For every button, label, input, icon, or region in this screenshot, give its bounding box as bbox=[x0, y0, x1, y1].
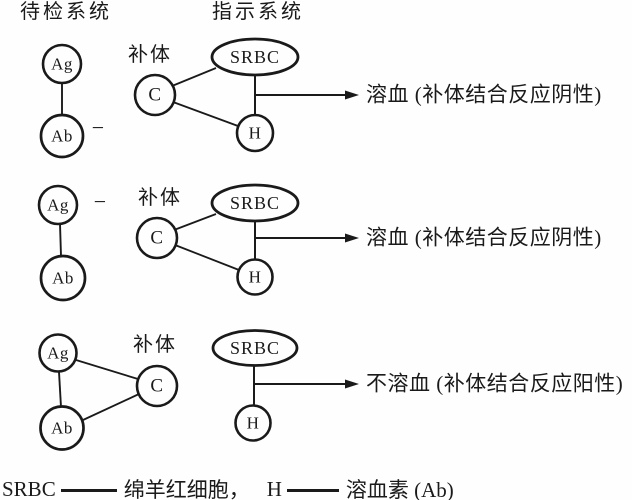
legend: SRBC 绵羊红细胞， H 溶血素 (Ab) bbox=[2, 474, 454, 500]
row3-ag-ab-link bbox=[58, 371, 62, 408]
row2-c-label: C bbox=[150, 227, 164, 249]
row1-srbc-node bbox=[210, 37, 300, 77]
row1-c-node bbox=[133, 73, 177, 117]
row2-ab-node bbox=[39, 254, 87, 302]
row2-c-node bbox=[135, 216, 179, 260]
row2-ag-label: Ag bbox=[47, 195, 69, 215]
legend-h-abbr: H bbox=[266, 476, 282, 500]
row1-arrowhead-icon bbox=[345, 90, 359, 100]
row2-diagram bbox=[37, 183, 359, 302]
row3-c-node bbox=[135, 364, 179, 408]
row1-h-label: H bbox=[248, 123, 262, 143]
row1-h-node bbox=[235, 113, 275, 153]
row3-h-label: H bbox=[246, 413, 260, 433]
row3-result-text: 不溶血 (补体结合反应阳性) bbox=[366, 371, 624, 396]
row3-ag-node bbox=[38, 333, 78, 373]
row2-ab-label: Ab bbox=[52, 268, 74, 288]
row2-result-text: 溶血 (补体结合反应阴性) bbox=[366, 225, 602, 250]
row1-srbc-label: SRBC bbox=[229, 47, 281, 67]
row2-c-srbc-link bbox=[173, 213, 217, 231]
row1-result-text: 溶血 (补体结合反应阴性) bbox=[366, 82, 602, 107]
legend-dash-line bbox=[60, 489, 117, 492]
legend-dash-line bbox=[286, 489, 339, 492]
row3-srbc-node bbox=[211, 329, 299, 367]
row1-minus-sign: − bbox=[91, 115, 105, 140]
row1-complement-label: 补体 bbox=[128, 44, 172, 66]
row2-srbc-node bbox=[210, 183, 300, 223]
row2-ag-node bbox=[37, 184, 79, 226]
legend-h-name: 溶血素 (Ab) bbox=[345, 478, 454, 500]
row3-ab-label: Ab bbox=[51, 418, 73, 438]
row3-srbc-label: SRBC bbox=[229, 338, 281, 358]
row1-ab-node bbox=[39, 113, 85, 159]
row1-diagram bbox=[39, 37, 359, 159]
row1-ab-label: Ab bbox=[51, 126, 73, 146]
header-indicator-system: 指示系统 bbox=[212, 1, 304, 23]
row2-ag-ab-link bbox=[59, 223, 62, 257]
legend-srbc-name: 绵羊红细胞， bbox=[123, 478, 250, 500]
row2-complement-label: 补体 bbox=[138, 187, 182, 209]
row3-arrowhead-icon bbox=[345, 379, 359, 389]
row1-c-label: C bbox=[148, 84, 162, 106]
row3-ag-c-link bbox=[75, 359, 139, 380]
header-test-system: 待检系统 bbox=[20, 1, 112, 23]
row3-ab-c-link bbox=[82, 393, 140, 421]
row3-complement-label: 补体 bbox=[133, 334, 177, 356]
row2-h-label: H bbox=[248, 267, 262, 287]
row3-ag-label: Ag bbox=[47, 343, 69, 363]
row3-diagram bbox=[38, 329, 359, 451]
row2-minus-sign: − bbox=[93, 189, 107, 214]
row2-c-h-link bbox=[174, 244, 240, 271]
row3-h-node bbox=[234, 404, 272, 442]
row1-c-srbc-link bbox=[171, 67, 217, 87]
row1-ag-label: Ag bbox=[51, 54, 73, 74]
row2-h-node bbox=[236, 258, 274, 296]
row2-arrowhead-icon bbox=[345, 233, 359, 243]
row3-c-label: C bbox=[150, 375, 164, 397]
row2-srbc-label: SRBC bbox=[229, 193, 281, 213]
row1-ag-node bbox=[41, 43, 83, 85]
row1-c-h-link bbox=[172, 101, 239, 127]
row3-ab-node bbox=[39, 405, 85, 451]
legend-srbc-abbr: SRBC bbox=[2, 476, 56, 500]
